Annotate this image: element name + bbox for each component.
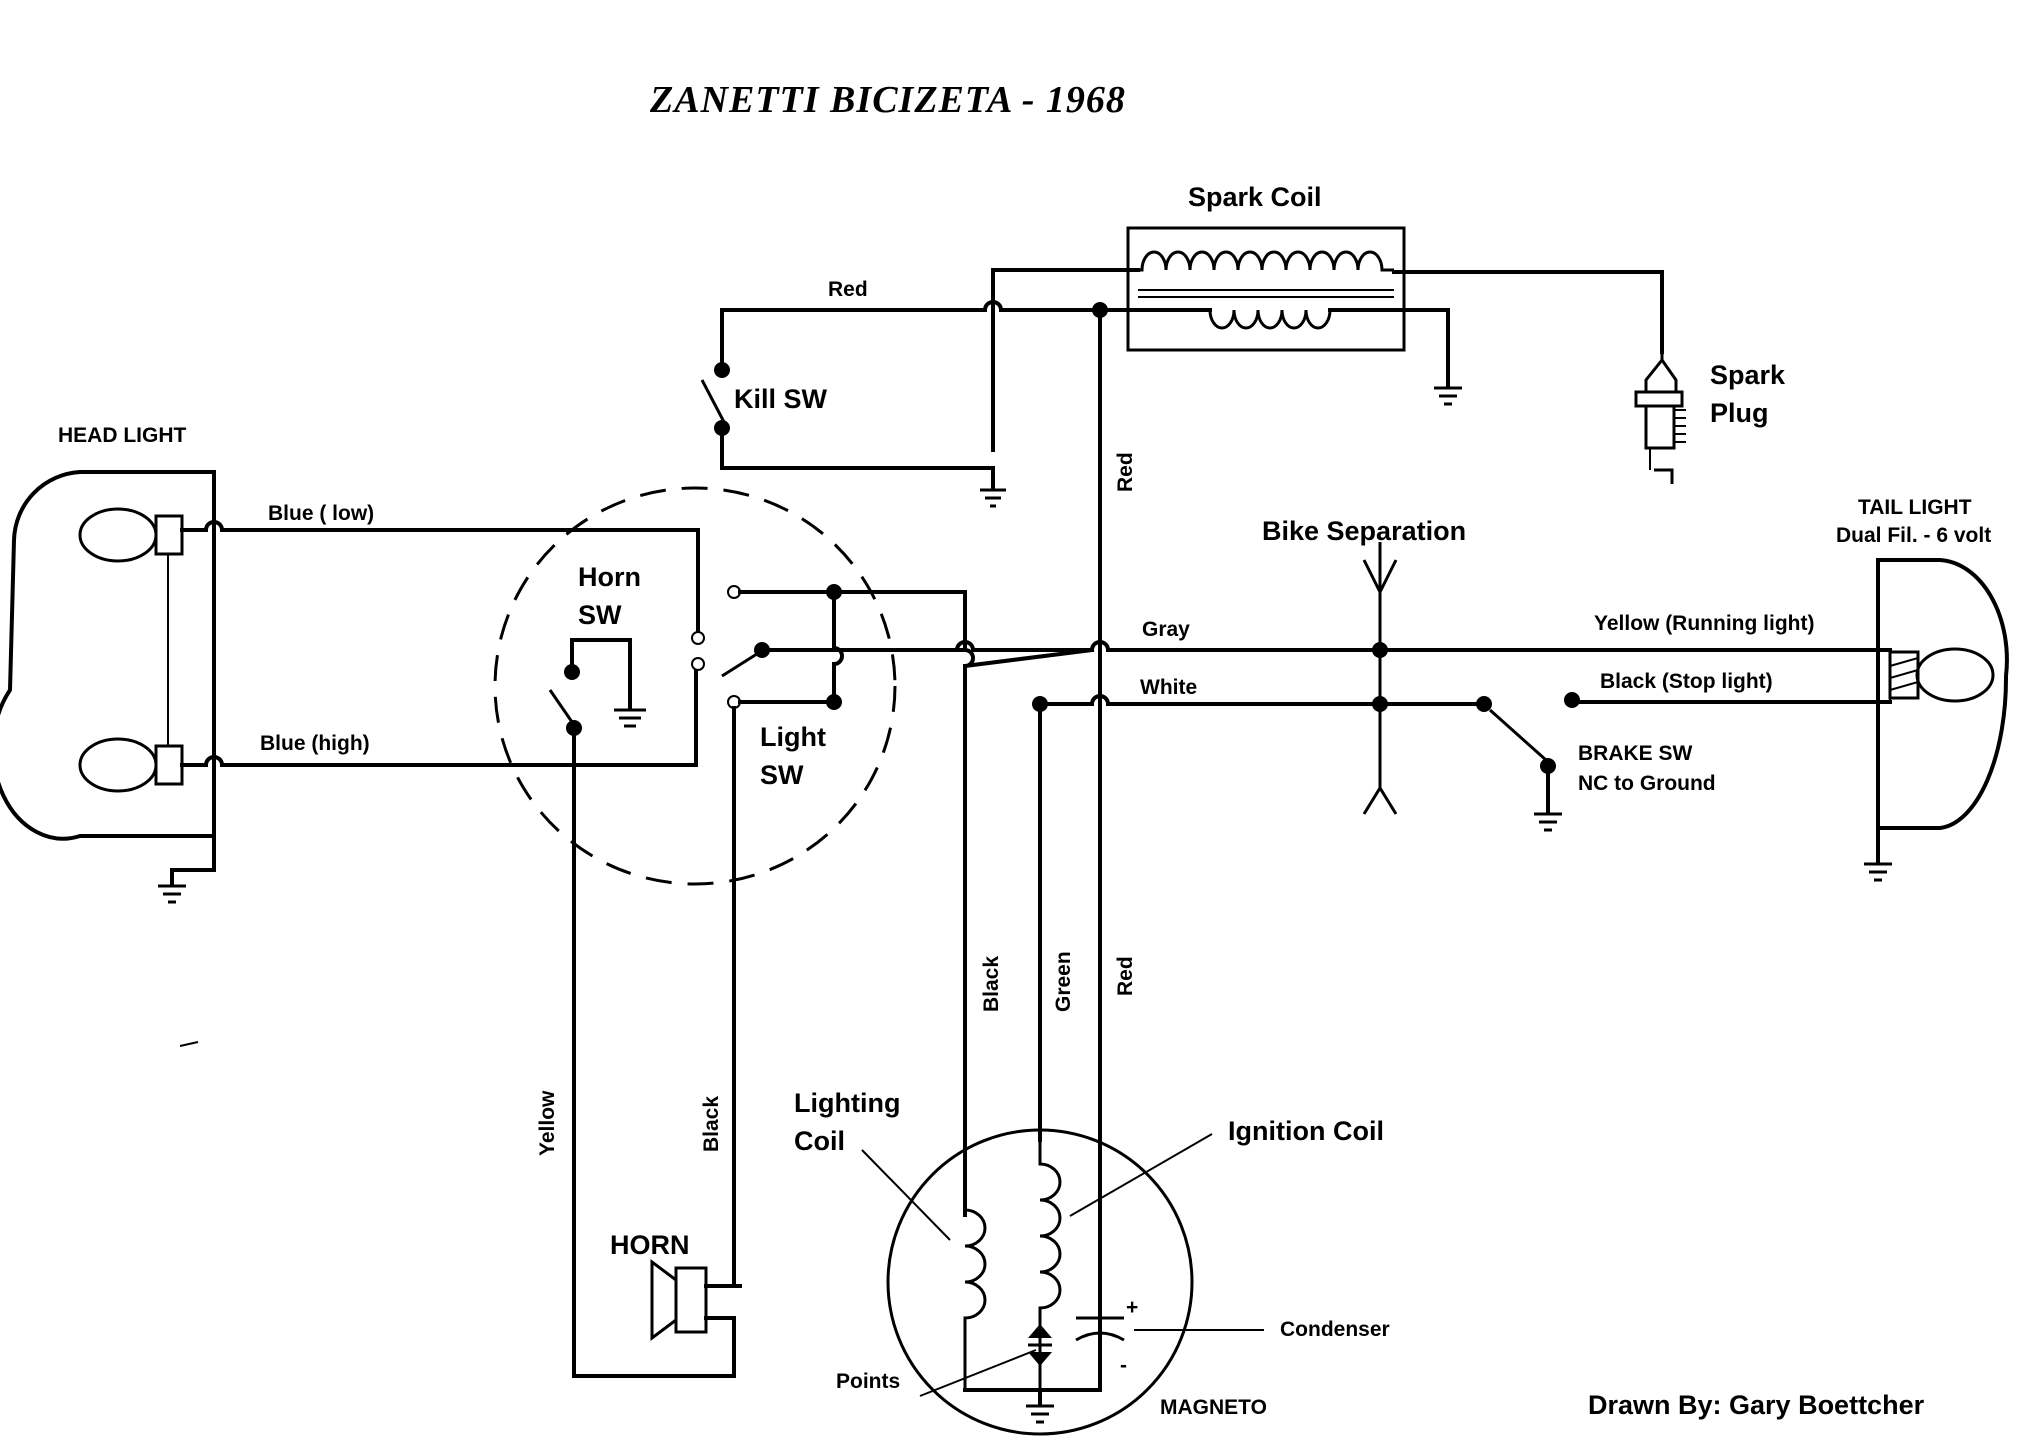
tail-light-label-2: Dual Fil. - 6 volt <box>1836 524 1991 547</box>
horn-switch-label-1: Horn <box>578 562 641 592</box>
credit: Drawn By: Gary Boettcher <box>1588 1390 1925 1420</box>
light-switch-lever <box>721 650 761 678</box>
wire-label-green-vertical: Green <box>1052 951 1075 1012</box>
ground-icon <box>1864 862 1892 882</box>
head-light <box>0 470 216 841</box>
lighting-coil-label-1: Lighting <box>794 1088 900 1118</box>
condenser-icon: + - <box>1075 1296 1138 1377</box>
kill-switch-label: Kill SW <box>734 384 828 414</box>
spark-plug-label-2: Plug <box>1710 398 1769 428</box>
bike-separation <box>1362 542 1398 815</box>
ignition-coil-label: Ignition Coil <box>1228 1116 1384 1146</box>
tail-light-label-1: TAIL LIGHT <box>1858 496 1972 519</box>
brake-switch-lever <box>1489 708 1547 762</box>
wire-label-yellow-vertical: Yellow <box>536 1090 559 1156</box>
wire-label-blue-high: Blue (high) <box>260 732 370 755</box>
horn-label: HORN <box>610 1230 690 1260</box>
switch-housing <box>493 486 897 886</box>
wire-label-gray: Gray <box>1142 618 1190 641</box>
spark-plug-icon <box>1634 352 1686 484</box>
magneto <box>886 1128 1194 1436</box>
wire-label-red-lower: Red <box>1114 956 1137 996</box>
ground-icon <box>158 884 186 904</box>
wire-label-black-stop: Black (Stop light) <box>1600 670 1773 693</box>
ground-icon <box>1026 1404 1054 1424</box>
spark-coil <box>1126 226 1406 352</box>
horn-switch-label-2: SW <box>578 600 622 630</box>
head-light-label: HEAD LIGHT <box>58 424 187 447</box>
horn-icon <box>650 1259 742 1341</box>
ground-icon <box>1534 812 1562 832</box>
points-label: Points <box>836 1370 900 1393</box>
horn-switch-lever <box>548 689 574 723</box>
ground-icon <box>614 708 646 728</box>
wire-label-black-vertical: Black <box>980 956 1003 1012</box>
kill-switch-lever <box>700 379 726 423</box>
condenser-label: Condenser <box>1280 1318 1390 1341</box>
points-icon <box>1028 1324 1052 1366</box>
condenser-minus: - <box>1120 1354 1127 1377</box>
magneto-label: MAGNETO <box>1160 1396 1267 1419</box>
wire-label-yellow-running: Yellow (Running light) <box>1594 612 1814 635</box>
brake-switch-label-2: NC to Ground <box>1578 772 1716 795</box>
bike-separation-label: Bike Separation <box>1262 516 1466 546</box>
light-switch-label-2: SW <box>760 760 804 790</box>
wire-label-red-top: Red <box>828 278 868 301</box>
brake-switch-label-1: BRAKE SW <box>1578 742 1693 765</box>
spark-coil-label: Spark Coil <box>1188 182 1322 212</box>
diagram-title: ZANETTI BICIZETA - 1968 <box>649 79 1126 121</box>
lighting-coil-label-2: Coil <box>794 1126 845 1156</box>
spark-plug-label-1: Spark <box>1710 360 1786 390</box>
condenser-plus: + <box>1126 1296 1138 1319</box>
wire-label-black-horn: Black <box>700 1096 723 1152</box>
ground-icon <box>1434 386 1462 406</box>
tail-light <box>1876 558 2009 830</box>
ground-icon <box>980 488 1006 508</box>
wire-label-white: White <box>1140 676 1197 699</box>
wire-label-blue-low: Blue ( low) <box>268 502 374 525</box>
light-switch-label-1: Light <box>760 722 826 752</box>
wire-label-red-upper: Red <box>1114 452 1137 492</box>
